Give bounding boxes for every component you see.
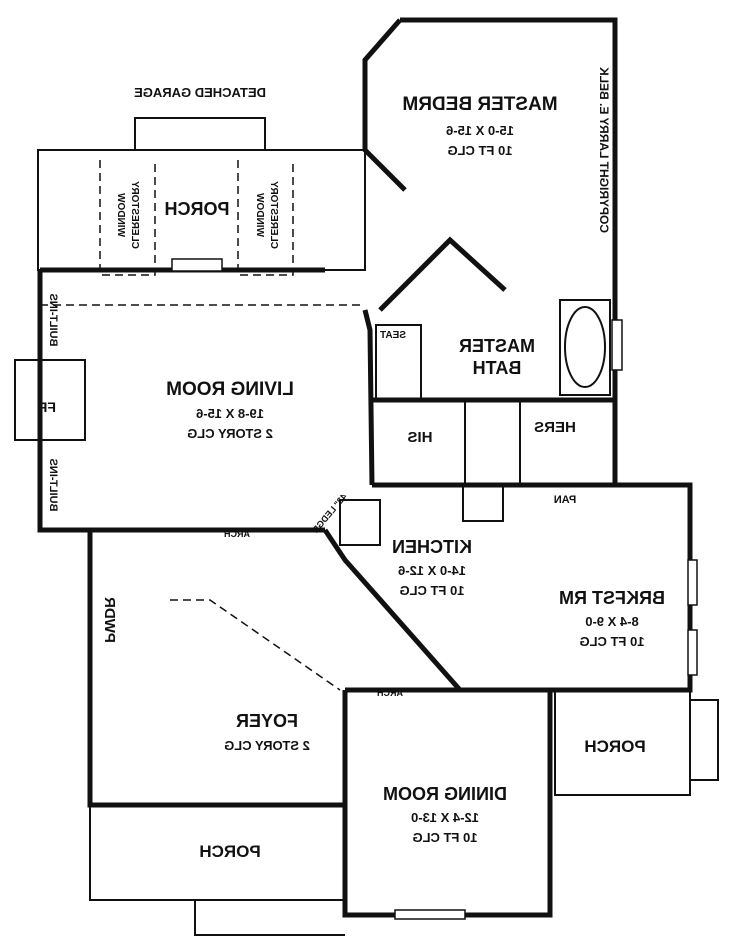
kitchen-name: KITCHEN <box>392 537 472 557</box>
dining-name: DINING ROOM <box>383 784 507 804</box>
master-bedrm-name: MASTER BEDRM <box>402 94 557 115</box>
brkfst-size: 8-4 X 9-0 <box>585 614 638 629</box>
built-ins-label: BUILT-INS <box>47 459 59 512</box>
fp-label: FP <box>38 399 56 415</box>
pwdr-label: PWDR <box>101 597 118 643</box>
porch-top-label: PORCH <box>164 199 229 219</box>
his-label: HIS <box>407 429 432 446</box>
clerestory-label: CLERESTORY <box>268 181 279 249</box>
window-label: WINDOW <box>254 193 265 237</box>
dining-size: 12-4 X 13-0 <box>411 810 479 825</box>
seat-label: SEAT <box>380 330 406 341</box>
hers-label: HERS <box>534 419 576 436</box>
ledge-label: 42" LEDGE <box>311 492 349 535</box>
foyer-name: FOYER <box>236 711 298 731</box>
kitchen-clg: 10 FT CLG <box>399 583 464 598</box>
brkfst-name: BRKFST RM <box>559 588 665 608</box>
living-room-clg: 2 STORY CLG <box>187 426 273 441</box>
living-room-size: 19-8 X 15-6 <box>196 406 264 421</box>
brkfst-clg: 10 FT CLG <box>579 634 644 649</box>
window-label: WINDOW <box>115 193 126 237</box>
kitchen-size: 14-0 X 12-6 <box>398 563 466 578</box>
garage-label: DETACHED GARAGE <box>134 85 266 100</box>
master-bath-line1: MASTER <box>459 336 535 356</box>
pan-label: PAN <box>554 494 576 506</box>
walls <box>14 17 719 936</box>
foyer-clg: 2 STORY CLG <box>224 738 310 753</box>
living-room-name: LIVING ROOM <box>166 379 294 400</box>
porch-right-label: PORCH <box>584 737 645 756</box>
dining-clg: 10 FT CLG <box>412 830 477 845</box>
arch-label: ARCH <box>377 688 403 698</box>
arch-label: ARCH <box>224 529 250 539</box>
copyright-label: COPYRIGHT LARRY E. BELK <box>597 67 611 233</box>
porch-bottom-label: PORCH <box>199 842 260 861</box>
room-labels: DETACHED GARAGE COPYRIGHT LARRY E. BELK … <box>38 67 665 861</box>
master-bath-line2: BATH <box>473 358 522 378</box>
master-bedrm-size: 15-0 X 15-6 <box>446 123 514 138</box>
built-ins-label: BUILT-INS <box>47 294 59 347</box>
clerestory-label: CLERESTORY <box>129 181 140 249</box>
master-bedrm-clg: 10 FT CLG <box>447 143 512 158</box>
